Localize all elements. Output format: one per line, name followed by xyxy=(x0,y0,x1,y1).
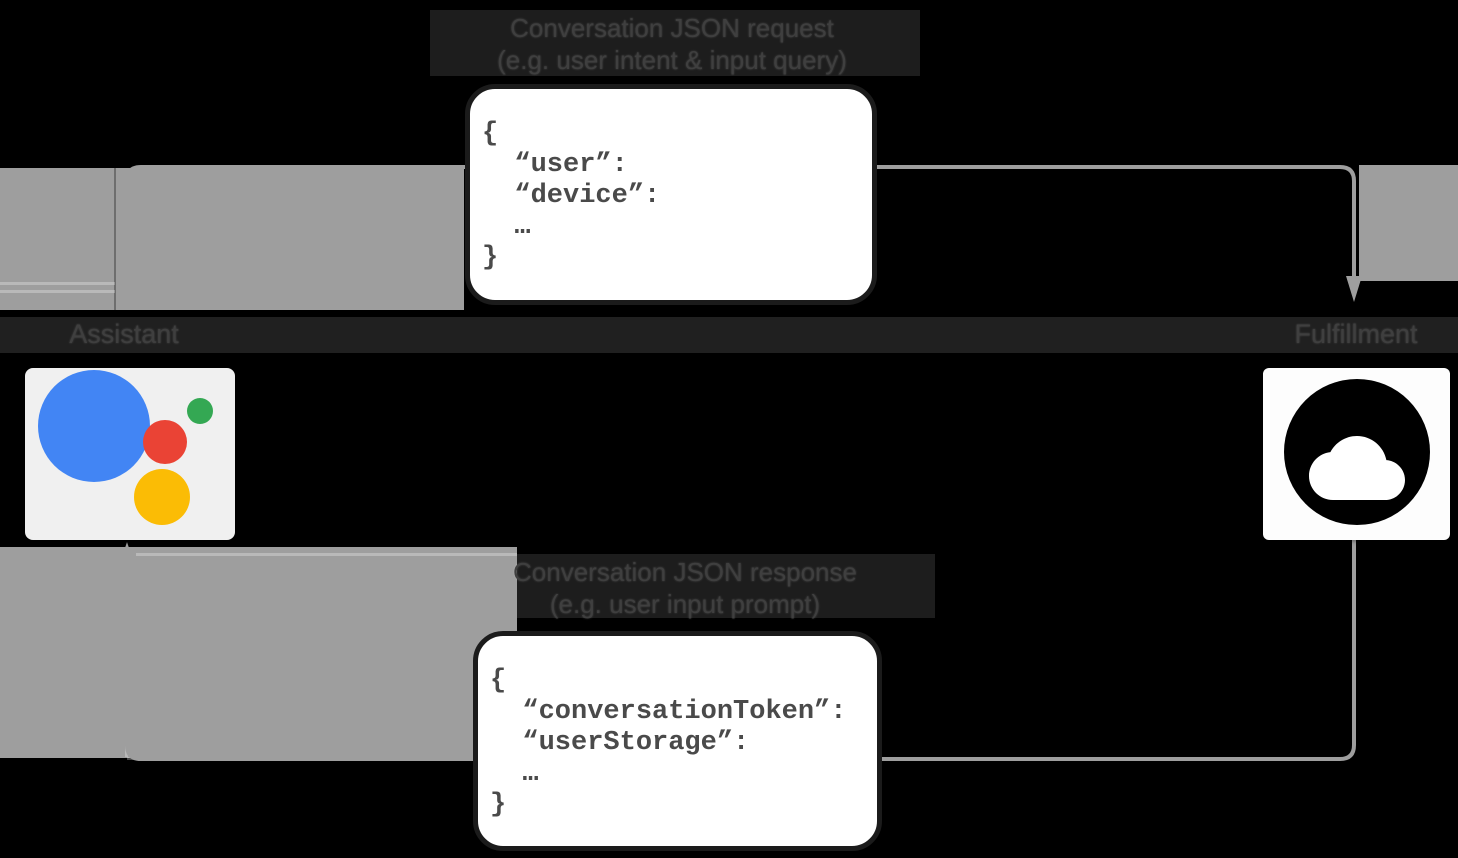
request-json-box: { “user”: “device”: … } xyxy=(465,84,877,305)
response-json-code: { “conversationToken”: “userStorage”: … … xyxy=(490,666,847,820)
assistant-green-circle xyxy=(187,398,213,424)
band-stripe xyxy=(0,282,115,285)
response-arrow-band xyxy=(0,547,517,758)
assistant-blue-circle xyxy=(38,370,150,482)
assistant-yellow-circle xyxy=(134,469,190,525)
assistant-tile xyxy=(25,368,235,540)
request-arrow-band xyxy=(0,168,464,310)
google-assistant-logo xyxy=(25,368,235,540)
cloud-icon xyxy=(1284,379,1430,525)
request-caption-line2: (e.g. user intent & input query) xyxy=(497,45,847,75)
response-json-box: { “conversationToken”: “userStorage”: … … xyxy=(473,631,882,851)
band-seam xyxy=(114,168,116,310)
label-row-band xyxy=(0,317,1458,353)
fulfillment-label: Fulfillment xyxy=(1294,319,1418,349)
response-caption-line1: Conversation JSON response xyxy=(513,557,857,587)
assistant-label: Assistant xyxy=(69,319,179,349)
request-arrow-band-right xyxy=(1359,165,1458,281)
request-json-code: { “user”: “device”: … } xyxy=(482,119,661,273)
band-stripe xyxy=(136,553,517,556)
arrowhead-up-icon xyxy=(119,542,135,566)
band-stripe xyxy=(125,566,128,757)
request-caption-line1: Conversation JSON request xyxy=(510,13,834,43)
response-caption-line2: (e.g. user input prompt) xyxy=(549,589,821,619)
arrowhead-down-icon xyxy=(1346,276,1362,302)
band-stripe xyxy=(127,757,517,760)
assistant-red-circle xyxy=(143,420,187,464)
fulfillment-tile xyxy=(1263,368,1450,540)
band-stripe xyxy=(0,290,115,293)
